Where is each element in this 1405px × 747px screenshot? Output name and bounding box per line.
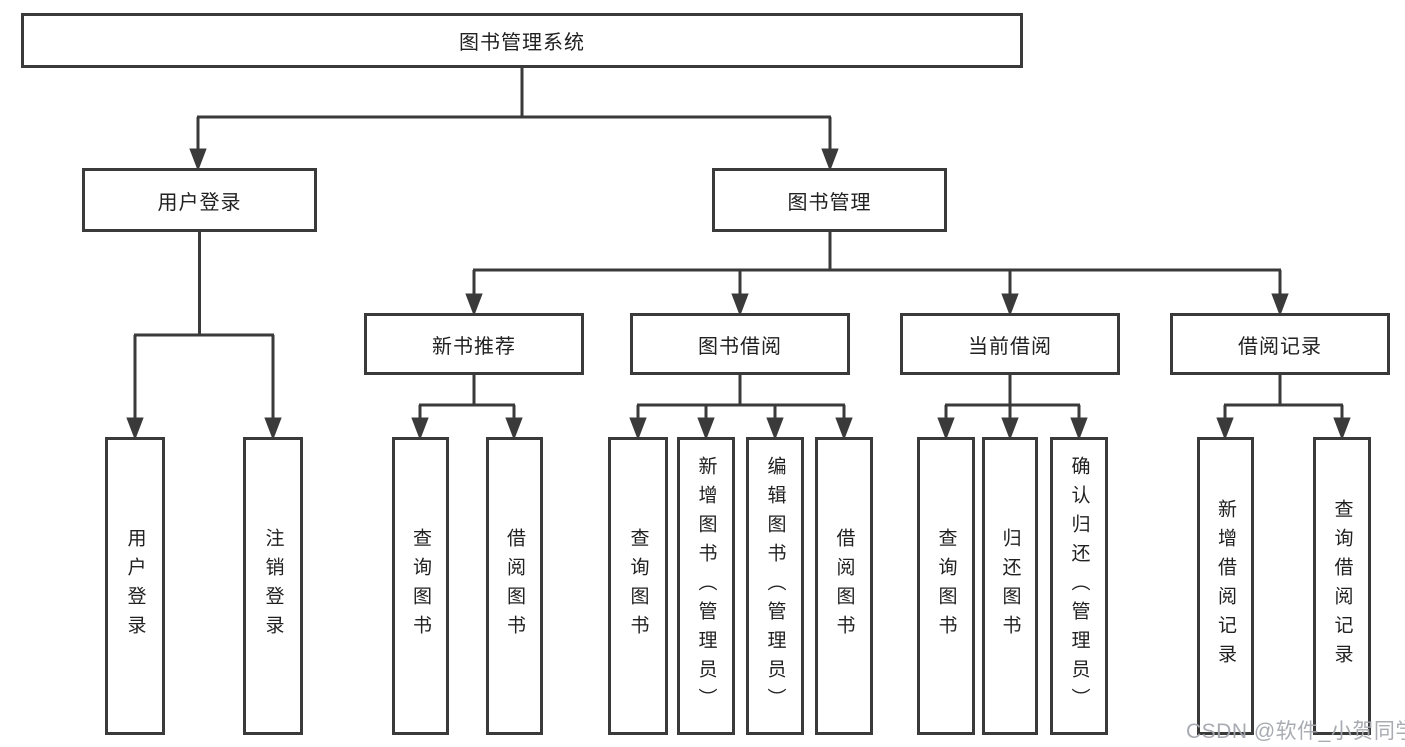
arrow-down-icon [1333,417,1351,441]
node-library-system: 图书管理系统 [21,13,1023,68]
node-current-borrow: 当前借阅 [900,313,1120,375]
arrow-down-icon [937,417,955,441]
leaf-records-query-record-label: 查询借阅记录 [1331,499,1353,673]
node-borrow-records: 借阅记录 [1170,313,1390,375]
arrow-down-icon [1001,417,1019,441]
arrow-down-icon [264,417,282,441]
leaf-current-return-books-label: 归还图书 [999,528,1021,644]
node-new-book-recommend: 新书推荐 [364,313,584,375]
arrow-down-icon [766,417,784,441]
arrow-down-icon [1070,417,1088,441]
arrow-down-icon [629,417,647,441]
leaf-recommend-query-books: 查询图书 [392,437,449,735]
arrow-down-icon [835,417,853,441]
arrow-down-icon [189,148,207,172]
arrow-down-icon [505,417,523,441]
leaf-borrow-borrow-books-label: 借阅图书 [833,528,855,644]
node-user-login-label: 用户登录 [157,191,242,214]
arrow-down-icon [1001,293,1019,317]
leaf-borrow-edit-books-admin-label: 编辑图书（管理员） [764,455,786,717]
leaf-records-query-record: 查询借阅记录 [1313,437,1371,735]
leaf-logout-label: 注销登录 [262,528,284,644]
leaf-current-confirm-return-admin: 确认归还（管理员） [1050,437,1108,735]
node-book-borrow: 图书借阅 [630,313,850,375]
leaf-user-login: 用户登录 [105,437,165,735]
arrow-down-icon [1271,293,1289,317]
node-current-borrow-label: 当前借阅 [968,335,1052,358]
leaf-records-add-record-label: 新增借阅记录 [1215,499,1236,673]
node-book-management: 图书管理 [712,168,947,232]
leaf-borrow-query-books: 查询图书 [608,437,668,735]
leaf-recommend-query-books-label: 查询图书 [410,528,431,644]
leaf-logout: 注销登录 [243,437,303,735]
arrow-down-icon [731,293,749,317]
leaf-borrow-edit-books-admin: 编辑图书（管理员） [746,437,804,735]
node-book-borrow-label: 图书借阅 [698,335,782,358]
leaf-user-login-label: 用户登录 [124,528,146,644]
leaf-borrow-borrow-books: 借阅图书 [815,437,873,735]
leaf-recommend-borrow-books-label: 借阅图书 [504,528,525,644]
leaf-borrow-add-books-admin: 新增图书（管理员） [677,437,735,735]
leaf-current-return-books: 归还图书 [982,437,1038,735]
csdn-watermark: CSDN @软件_小贺同学 [1186,720,1405,743]
leaf-borrow-query-books-label: 查询图书 [627,528,649,644]
node-borrow-records-label: 借阅记录 [1238,335,1322,358]
node-library-system-label: 图书管理系统 [459,32,585,54]
node-new-book-recommend-label: 新书推荐 [432,335,516,358]
arrow-down-icon [821,148,839,172]
arrow-down-icon [411,417,429,441]
arrow-down-icon [126,417,144,441]
node-book-management-label: 图书管理 [787,191,872,214]
leaf-current-query-books: 查询图书 [917,437,975,735]
leaf-current-query-books-label: 查询图书 [935,528,957,644]
leaf-records-add-record: 新增借阅记录 [1197,437,1254,735]
leaf-borrow-add-books-admin-label: 新增图书（管理员） [695,455,717,717]
node-user-login: 用户登录 [82,168,317,232]
leaf-current-confirm-return-admin-label: 确认归还（管理员） [1068,455,1090,717]
arrow-down-icon [697,417,715,441]
arrow-down-icon [1216,417,1234,441]
arrow-down-icon [465,293,483,317]
leaf-recommend-borrow-books: 借阅图书 [486,437,543,735]
